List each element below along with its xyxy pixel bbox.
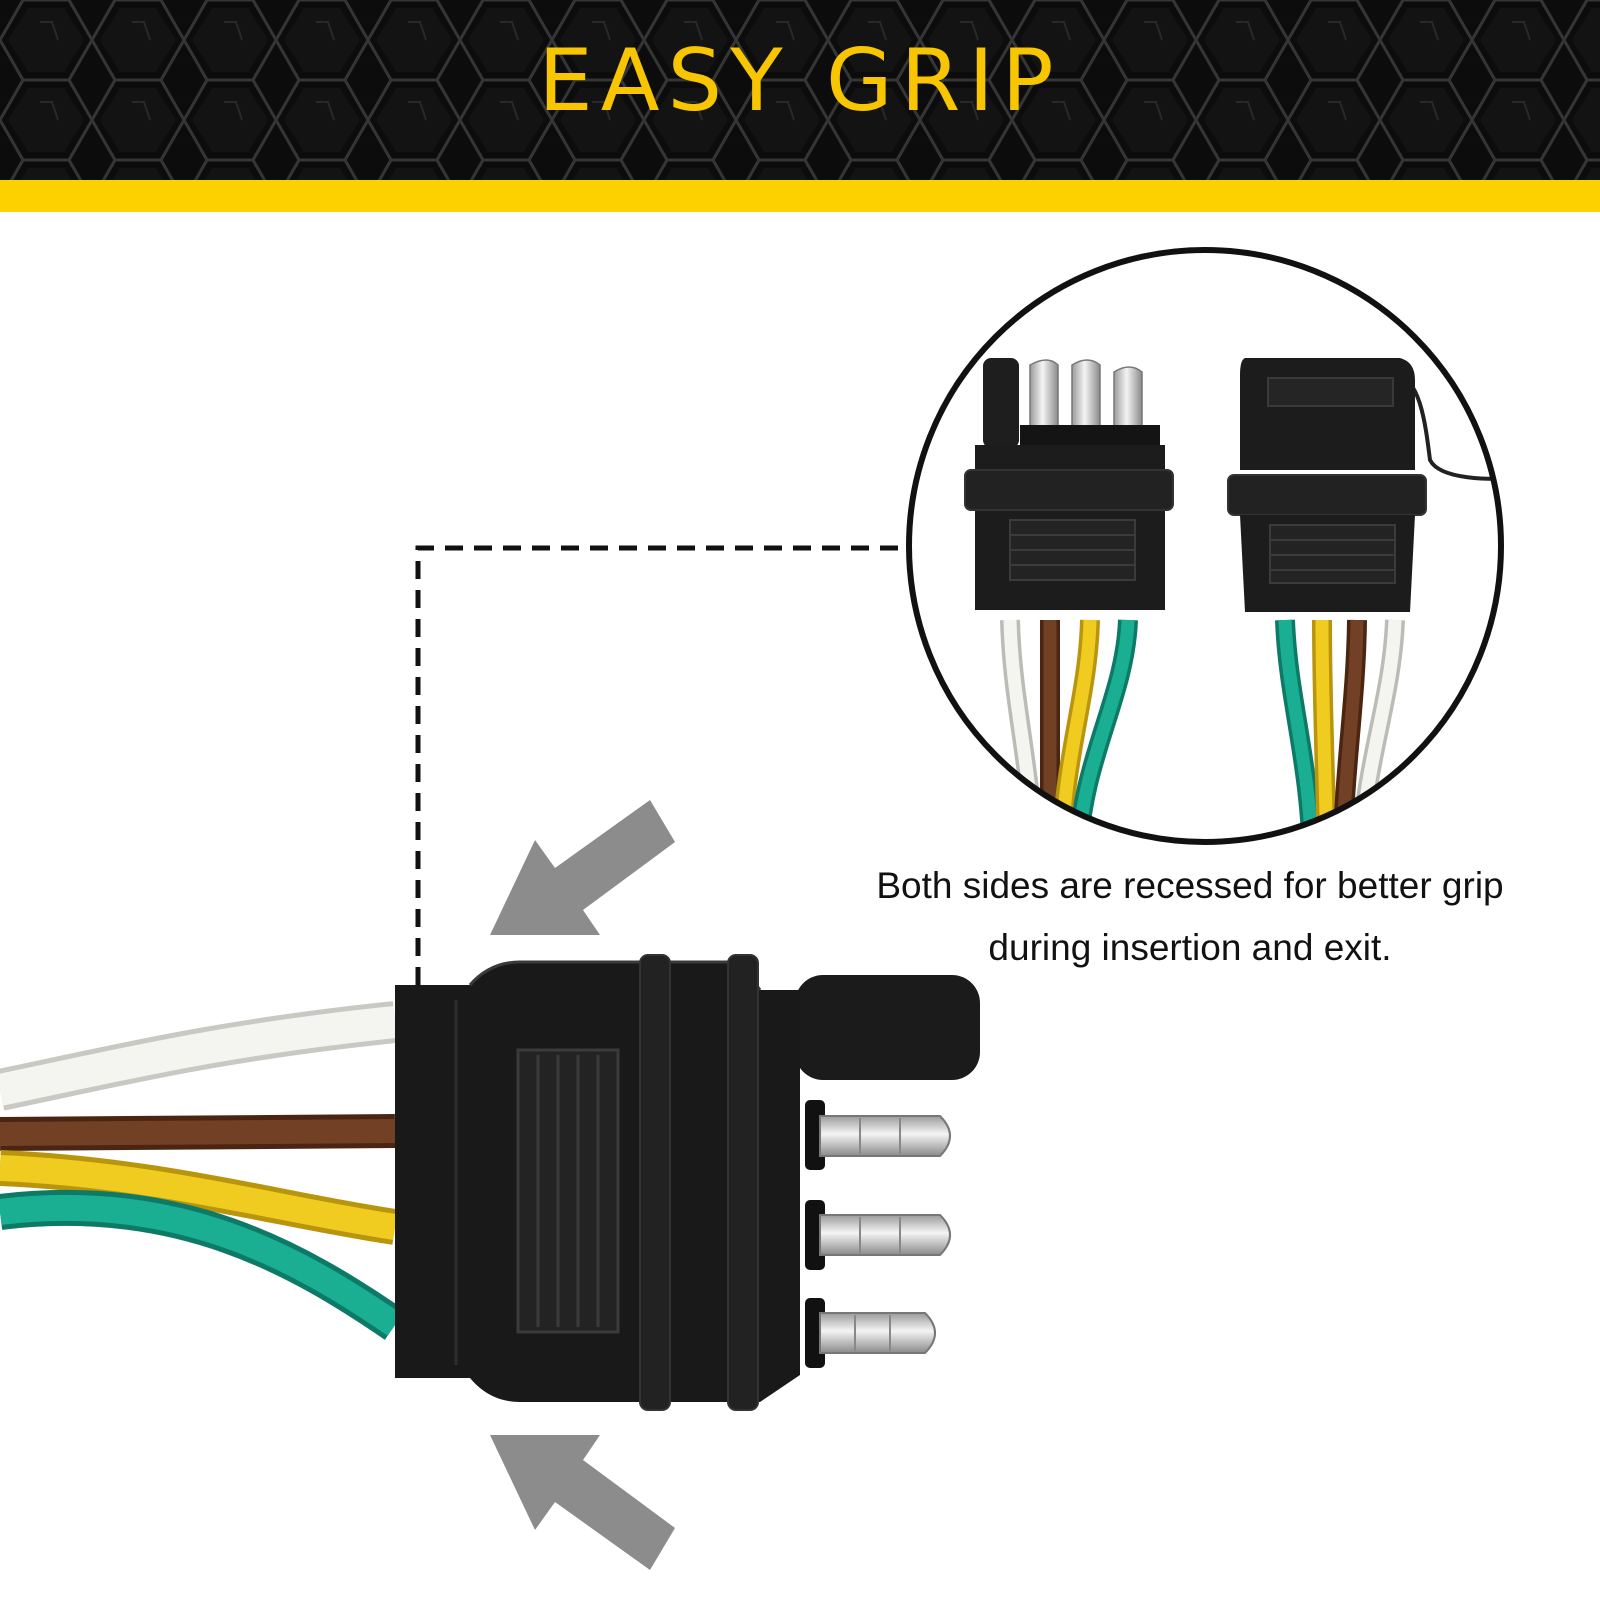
metal-pin: [819, 1214, 951, 1256]
main-connector: [395, 954, 980, 1411]
main-wires: [0, 1001, 406, 1340]
header-banner: EASY GRIP: [0, 0, 1600, 180]
caption-line-2: during insertion and exit.: [988, 927, 1392, 968]
caption: Both sides are recessed for better grip …: [820, 855, 1560, 979]
metal-pin: [819, 1115, 951, 1157]
metal-pin: [819, 1312, 936, 1354]
header-texture: [0, 0, 1600, 180]
accent-stripe: [0, 180, 1600, 212]
caption-line-1: Both sides are recessed for better grip: [876, 865, 1504, 906]
magnified-circle: [906, 247, 1504, 845]
grip-texture: [516, 1048, 620, 1334]
magnifier-ring: [906, 247, 1504, 845]
dashed-leader-line: [415, 545, 905, 985]
arrow-up-left-icon: [490, 1435, 675, 1570]
arrow-down-left-icon: [490, 800, 675, 935]
page-title: EASY GRIP: [538, 31, 1062, 131]
